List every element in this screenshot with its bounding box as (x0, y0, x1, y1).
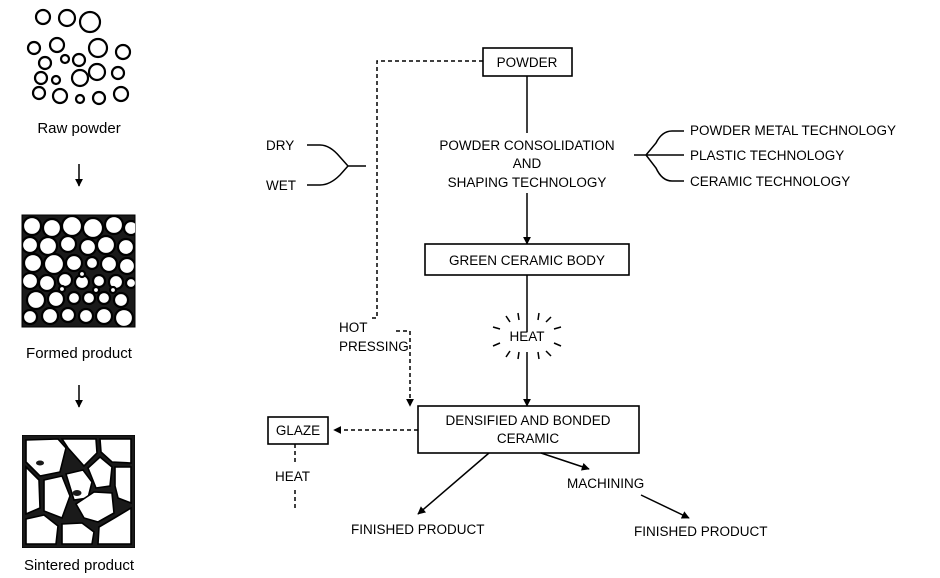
particle (84, 255, 100, 271)
consolidation-line-1: POWDER CONSOLIDATION (439, 138, 614, 153)
glaze-label: GLAZE (276, 423, 320, 438)
particle (58, 234, 78, 254)
particle (117, 256, 135, 276)
particle (59, 53, 71, 65)
particle (116, 237, 135, 257)
consolidation-line-3: SHAPING TECHNOLOGY (448, 175, 607, 190)
particle (22, 308, 39, 326)
green-ceramic-body-box (424, 243, 630, 276)
densified-ceramic-box (417, 405, 640, 454)
particle (31, 85, 47, 101)
particle (22, 252, 44, 274)
particle (81, 290, 97, 306)
particle (95, 234, 117, 256)
green-ceramic-body-label: GREEN CERAMIC BODY (449, 253, 605, 268)
particle (103, 215, 125, 236)
particle (112, 291, 130, 309)
technology-plastic: PLASTIC TECHNOLOGY (690, 148, 844, 163)
particle (112, 85, 130, 103)
particle (48, 36, 66, 54)
particle (99, 254, 119, 274)
particle (57, 284, 67, 294)
sintered-product-caption: Sintered product (24, 557, 135, 574)
particle (37, 55, 53, 71)
particle (41, 217, 63, 239)
particle (114, 43, 132, 61)
raw-powder-caption: Raw powder (37, 120, 120, 137)
glaze-box (267, 416, 329, 445)
particle (94, 306, 114, 326)
particle (78, 237, 98, 257)
sintered-product-illustration (22, 435, 135, 548)
particle (77, 269, 87, 279)
raw-powder-illustration (26, 8, 132, 106)
particle (57, 8, 77, 28)
particle (87, 62, 107, 82)
arrow-machining-to-finished (640, 494, 690, 519)
particle (87, 37, 109, 59)
arrow-to-finished-left (417, 452, 490, 515)
finished-product-left: FINISHED PRODUCT (351, 522, 485, 537)
particle (64, 253, 84, 273)
formed-product-illustration (21, 214, 136, 328)
particle (34, 8, 52, 26)
particle (70, 68, 90, 88)
particle (124, 276, 135, 290)
particle (108, 285, 118, 295)
dashed-hot-pressing-to-densified (396, 330, 414, 407)
particle (56, 271, 74, 289)
particle (81, 216, 105, 240)
heat-label: HEAT (509, 329, 544, 344)
particle (74, 93, 86, 105)
particle (96, 290, 112, 306)
particle (33, 70, 49, 86)
particle (113, 307, 135, 327)
particle (77, 307, 95, 325)
particle (37, 273, 57, 293)
technology-bracket (634, 130, 684, 182)
hot-pressing-line-1: HOT (339, 320, 368, 335)
particle (22, 235, 40, 255)
formed-product-caption: Formed product (26, 345, 133, 362)
particle (66, 290, 82, 306)
powder-label: POWDER (497, 55, 558, 70)
particle (78, 10, 102, 34)
technology-ceramic: CERAMIC TECHNOLOGY (690, 174, 850, 189)
hot-pressing-line-2: PRESSING (339, 339, 409, 354)
particle (110, 65, 126, 81)
dry-label: DRY (266, 138, 294, 153)
dashed-powder-to-hot-pressing (369, 60, 483, 319)
powder-box (482, 47, 573, 77)
particle (59, 306, 77, 324)
particle (22, 271, 40, 291)
consolidation-line-2: AND (513, 156, 542, 171)
heat-burst (492, 312, 562, 360)
particle (71, 52, 87, 68)
densified-line-1: DENSIFIED AND BONDED (445, 413, 610, 428)
particle (50, 74, 62, 86)
particle (25, 289, 47, 311)
technology-powder-metal: POWDER METAL TECHNOLOGY (690, 123, 896, 138)
densified-line-2: CERAMIC (497, 431, 560, 446)
particle (91, 273, 107, 289)
particle (37, 235, 59, 257)
finished-product-right: FINISHED PRODUCT (634, 524, 768, 539)
particle (91, 285, 101, 295)
arrow-to-machining (540, 452, 590, 471)
particle (91, 90, 107, 106)
particle (51, 87, 69, 105)
machining-label: MACHINING (567, 476, 644, 491)
particle (42, 252, 66, 276)
particle (40, 306, 60, 326)
particle (46, 289, 66, 309)
wet-label: WET (266, 178, 296, 193)
particle (22, 215, 43, 237)
dry-wet-bracket (307, 144, 366, 186)
particle (60, 215, 84, 238)
glaze-heat-label: HEAT (275, 469, 310, 484)
particle (26, 40, 42, 56)
particle (122, 219, 135, 237)
